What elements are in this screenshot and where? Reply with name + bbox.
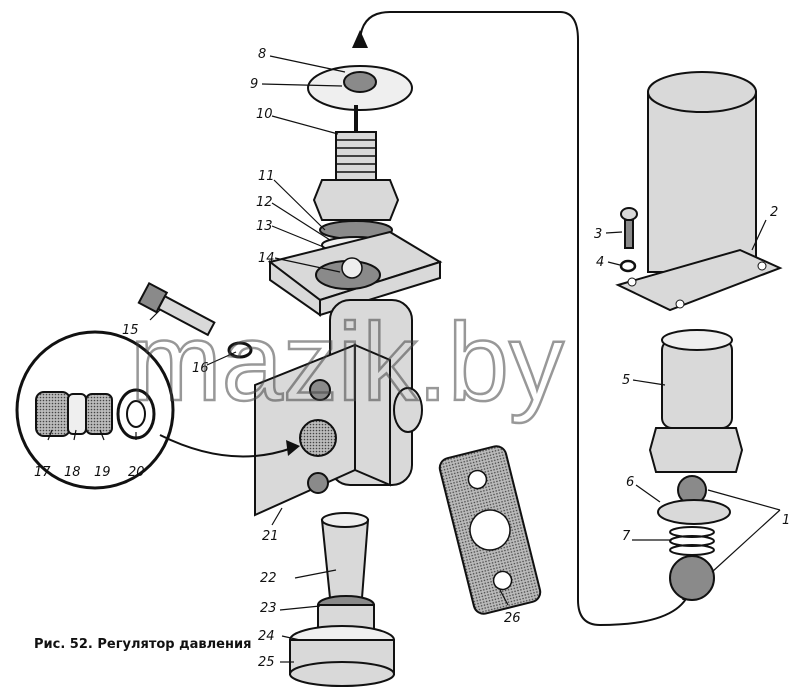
body-block-side xyxy=(354,343,391,487)
inset-arrow-line xyxy=(159,434,293,458)
part-1-ball-lower xyxy=(669,555,715,601)
callout-13: 13 xyxy=(256,219,273,234)
body-port-main xyxy=(299,419,337,457)
body-side-boss xyxy=(393,387,423,433)
part-2-base-flange xyxy=(615,248,783,312)
callout-24: 24 xyxy=(258,629,275,644)
part-15-bolt xyxy=(137,281,216,337)
part-26-gasket-plate xyxy=(438,445,542,615)
callout-19: 19 xyxy=(94,465,111,480)
callout-17: 17 xyxy=(34,465,51,480)
part-2-cylinder-body xyxy=(647,91,757,273)
part-16-washer xyxy=(227,341,253,359)
leader-lines xyxy=(47,55,781,663)
callout-23: 23 xyxy=(260,601,277,616)
callout-2: 2 xyxy=(770,205,778,220)
callout-6: 6 xyxy=(626,475,634,490)
callout-26: 26 xyxy=(504,611,521,626)
part-4-washer xyxy=(619,259,637,273)
callout-16: 16 xyxy=(192,361,209,376)
callout-21: 21 xyxy=(262,529,279,544)
part-19-mesh-ring xyxy=(85,393,113,435)
part-5-hex xyxy=(648,427,744,473)
part-9-nut xyxy=(343,71,377,93)
callout-1: 1 xyxy=(782,513,790,528)
body-port-lower xyxy=(307,472,329,494)
flange-hole-2 xyxy=(757,261,767,271)
callout-5: 5 xyxy=(622,373,630,388)
part-11-hex-nut xyxy=(312,179,400,221)
figure-caption: Рис. 52. Регулятор давления xyxy=(34,637,251,652)
thread-lines xyxy=(336,139,376,173)
part-14-ball xyxy=(341,257,363,279)
part-22-cone-top xyxy=(321,512,369,528)
inset-arrow-head xyxy=(286,440,300,456)
part-2-cylinder-top xyxy=(647,71,757,113)
part-3-screw-head xyxy=(620,207,638,221)
callout-25: 25 xyxy=(258,655,275,670)
callout-12: 12 xyxy=(256,195,273,210)
part-6-nut xyxy=(657,499,731,525)
part-7-spring xyxy=(669,526,715,556)
part-3-screw-shank xyxy=(624,219,634,249)
callout-8: 8 xyxy=(258,47,266,62)
part-5-sensor-top xyxy=(661,329,733,351)
callout-22: 22 xyxy=(260,571,277,586)
callout-20: 20 xyxy=(128,465,145,480)
part-22-cone xyxy=(320,519,370,599)
callout-3: 3 xyxy=(594,227,602,242)
callout-10: 10 xyxy=(256,107,273,122)
flange-hole-3 xyxy=(675,299,685,309)
part-5-sensor-body xyxy=(661,339,733,429)
callout-18: 18 xyxy=(64,465,81,480)
pipe-line xyxy=(359,11,691,627)
part-17-mesh-cylinder xyxy=(35,391,71,437)
callout-14: 14 xyxy=(258,251,275,266)
part-25-cap-bottom xyxy=(289,661,395,687)
callout-11: 11 xyxy=(258,169,275,184)
callout-4: 4 xyxy=(596,255,604,270)
part-18-band xyxy=(67,393,87,435)
pipe-arrow-top xyxy=(352,30,368,48)
part-20-gasket-hole xyxy=(126,400,146,428)
callout-9: 9 xyxy=(250,77,258,92)
flange-hole-1 xyxy=(627,277,637,287)
callout-15: 15 xyxy=(122,323,139,338)
body-port-upper xyxy=(309,379,331,401)
callout-7: 7 xyxy=(622,529,631,544)
watermark: mazik.by xyxy=(130,301,564,424)
